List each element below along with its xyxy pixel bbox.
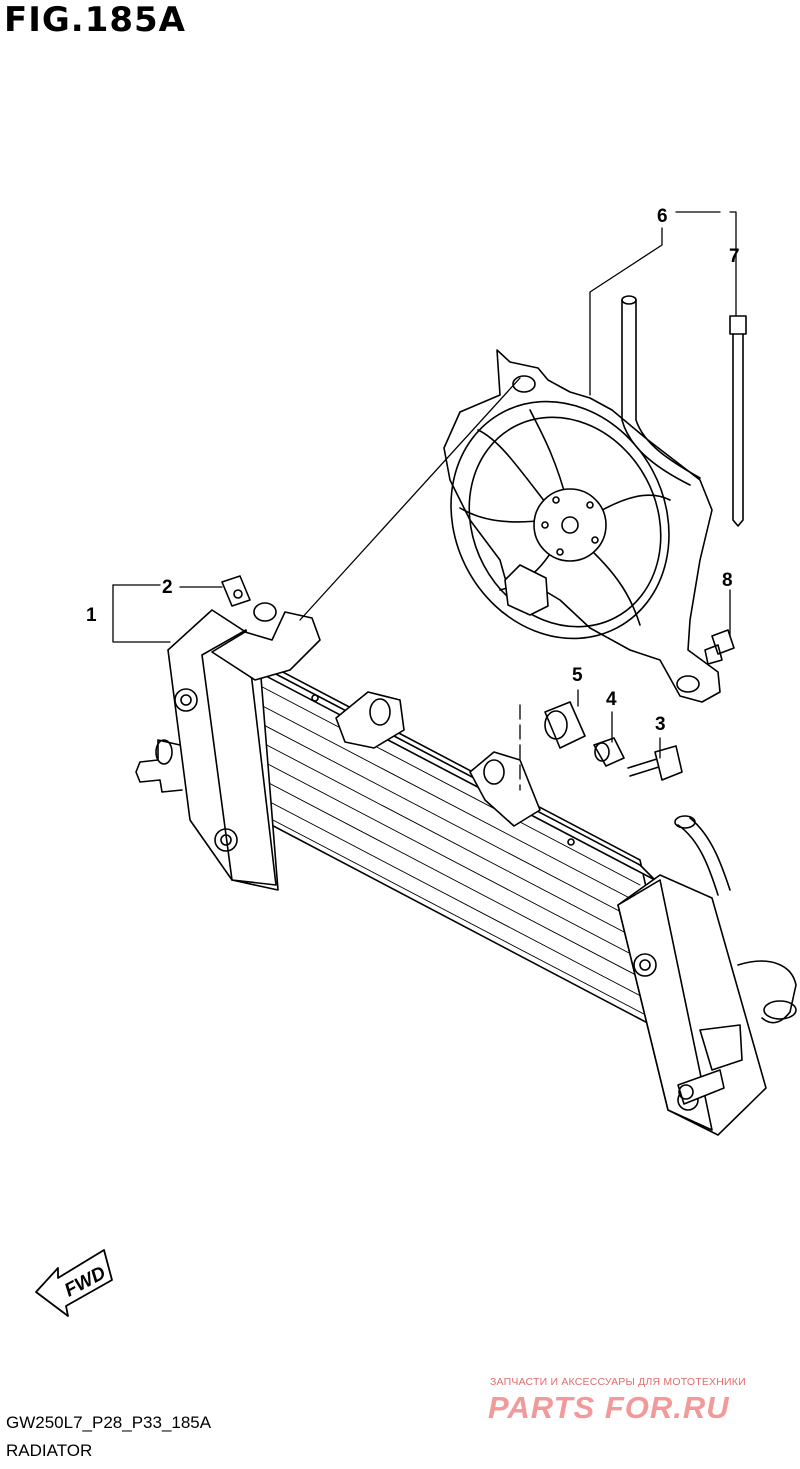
- cable-tie[interactable]: [729, 315, 747, 527]
- callout-3[interactable]: 3: [655, 714, 666, 735]
- collar[interactable]: [593, 737, 625, 767]
- figure-title: FIG.185A: [4, 0, 186, 40]
- callout-6[interactable]: 6: [657, 206, 668, 227]
- fan-bolt[interactable]: [704, 629, 735, 665]
- callout-5[interactable]: 5: [572, 665, 583, 686]
- radiator-bolt[interactable]: [627, 745, 683, 781]
- watermark-tagline: ЗАПЧАСТИ И АКСЕССУАРЫ ДЛЯ МОТОТЕХНИКИ: [490, 1376, 746, 1388]
- cooling-fan-assembly[interactable]: [410, 295, 721, 703]
- figure-name: RADIATOR: [6, 1441, 93, 1460]
- callout-8[interactable]: 8: [722, 570, 733, 591]
- fwd-arrow-icon: FWD: [35, 1249, 113, 1317]
- figure-code: GW250L7_P28_P33_185A: [6, 1413, 212, 1432]
- watermark-logo: PARTS FOR.RU: [488, 1390, 730, 1425]
- cushion[interactable]: [544, 701, 586, 749]
- callout-2[interactable]: 2: [162, 577, 173, 598]
- clip-nut[interactable]: [221, 575, 251, 607]
- radiator-assembly[interactable]: [135, 602, 797, 1136]
- callout-1[interactable]: 1: [86, 605, 97, 626]
- callout-7[interactable]: 7: [729, 246, 740, 267]
- callout-4[interactable]: 4: [606, 689, 617, 710]
